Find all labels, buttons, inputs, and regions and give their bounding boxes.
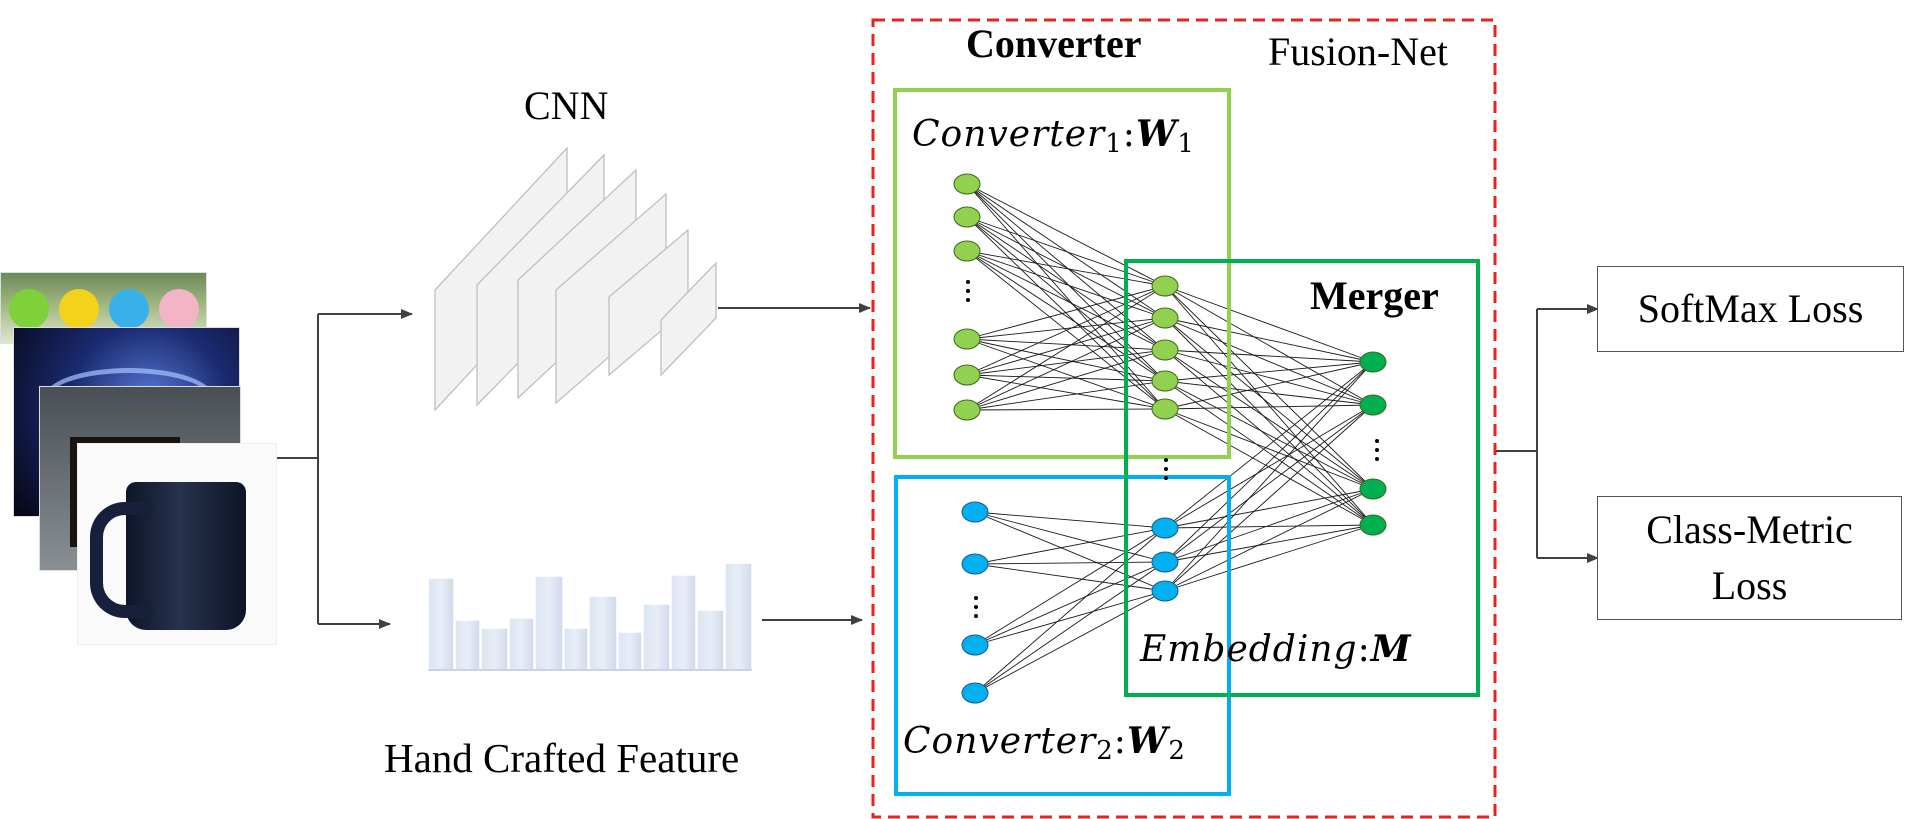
converter1-box <box>893 88 1231 459</box>
merger-label: Merger <box>1310 273 1439 318</box>
class-metric-loss-box: Class-Metric Loss <box>1597 496 1902 620</box>
converter2-name: Converter <box>903 721 1097 762</box>
converter-title: Converter <box>966 21 1142 66</box>
converter1-hidden-node <box>1151 339 1179 361</box>
merger-output-node <box>1359 514 1387 536</box>
converter2-hidden-node <box>1151 551 1179 573</box>
cnn-layer-stack <box>434 146 717 412</box>
converter1-formula: Converter1:W1 <box>912 113 1195 159</box>
softmax-loss-label: SoftMax Loss <box>1637 286 1864 331</box>
converter2-weight-sub: 2 <box>1168 736 1186 766</box>
merger-box <box>1124 259 1480 697</box>
converter1-input-node <box>953 328 981 350</box>
converter2-colon: : <box>1113 721 1127 762</box>
converter2-formula: Converter2:W2 <box>903 720 1186 766</box>
converter1-name: Converter <box>912 114 1106 155</box>
hand-crafted-histogram <box>427 562 753 671</box>
embedding-weight: M <box>1370 628 1412 670</box>
converter1-weight-sub: 1 <box>1177 129 1195 159</box>
converter2-input-node <box>961 501 989 523</box>
converter1-hidden-node <box>1151 398 1179 420</box>
converter1-weight: W <box>1135 113 1178 155</box>
converter2-hidden-node <box>1151 517 1179 539</box>
network-nodes <box>953 173 1387 704</box>
converter1-hidden-node <box>1151 307 1179 329</box>
softmax-loss-box: SoftMax Loss <box>1597 266 1904 352</box>
ellipsis-dots <box>966 280 1379 618</box>
converter1-sub: 1 <box>1105 129 1123 159</box>
embedding-formula: Embedding:M <box>1140 628 1412 670</box>
hand-crafted-label: Hand Crafted Feature <box>384 735 740 781</box>
merger-output-node <box>1359 478 1387 500</box>
converter2-hidden-node <box>1151 580 1179 602</box>
converter1-hidden-node <box>1151 370 1179 392</box>
converter2-input-node <box>961 634 989 656</box>
merger-output-node <box>1359 394 1387 416</box>
converter1-hidden-node <box>1151 275 1179 297</box>
converter1-input-node <box>953 240 981 262</box>
converter2-box <box>894 475 1231 796</box>
converter2-sub: 2 <box>1096 736 1114 766</box>
converter1-input-node <box>953 399 981 421</box>
converter1-colon: : <box>1122 114 1136 155</box>
converter1-input-node <box>953 173 981 195</box>
converter2-input-node <box>961 553 989 575</box>
converter1-input-node <box>953 364 981 386</box>
fusion-net-border <box>871 18 1497 819</box>
class-metric-loss-label: Class-Metric Loss <box>1646 507 1853 608</box>
converter1-input-node <box>953 206 981 228</box>
network-edges <box>966 183 1374 694</box>
output-arrows <box>1496 304 1599 563</box>
fusion-net-label: Fusion-Net <box>1268 29 1448 74</box>
merger-output-node <box>1359 351 1387 373</box>
embedding-name: Embedding <box>1140 629 1358 670</box>
converter2-input-node <box>961 682 989 704</box>
embedding-colon: : <box>1357 629 1371 670</box>
cnn-layer <box>660 261 717 377</box>
mug-photo <box>77 443 277 645</box>
cnn-label: CNN <box>524 83 609 128</box>
input-split-arrows <box>272 309 413 629</box>
converter2-weight: W <box>1126 720 1169 762</box>
